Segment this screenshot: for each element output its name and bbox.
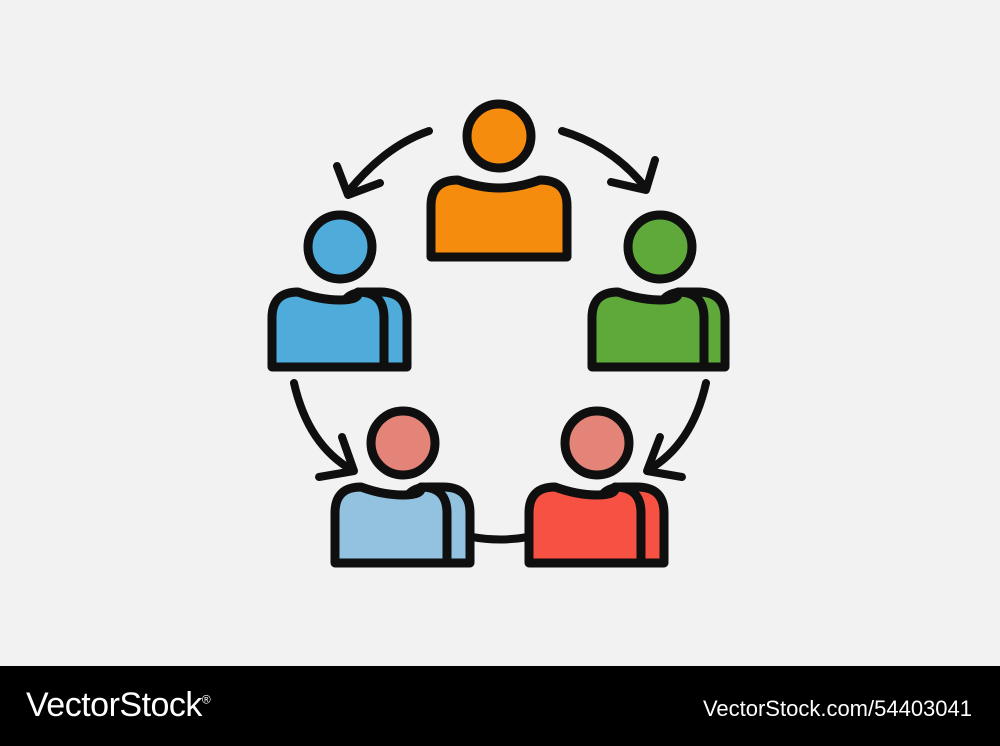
arrow-right-to-bottom — [644, 379, 710, 474]
arrowhead-left — [333, 162, 384, 199]
registered-mark: ® — [201, 692, 211, 707]
watermark-footer: VectorStock® VectorStock.com/54403041 — [0, 666, 1000, 746]
head — [366, 406, 440, 480]
arrow-left-to-bottom — [290, 379, 356, 474]
arrowhead-right — [607, 156, 659, 194]
front-body — [587, 287, 709, 372]
arrowheads — [315, 156, 686, 481]
connector-bottom-pair — [468, 533, 532, 544]
head — [303, 210, 377, 284]
arrowhead-bottom-right — [643, 433, 686, 481]
person-top-icon — [426, 99, 572, 262]
person-right-icon — [587, 210, 730, 372]
team-cycle-illustration — [267, 99, 730, 568]
arrowhead-bottom-left — [315, 433, 358, 481]
head — [623, 210, 697, 284]
head — [560, 406, 634, 480]
front-body — [267, 287, 389, 372]
body — [426, 175, 572, 262]
front-body — [524, 482, 646, 568]
arrow-top-to-left — [344, 127, 433, 196]
front-body — [330, 482, 452, 568]
image-id: VectorStock.com/54403041 — [702, 696, 972, 721]
person-bottom-left-icon — [330, 406, 475, 568]
person-bottom-right-icon — [524, 406, 669, 568]
head — [462, 99, 536, 173]
cycle-arrows — [290, 127, 710, 544]
person-left-icon — [267, 210, 412, 372]
brand-logo: VectorStock® — [26, 686, 211, 725]
brand-name: VectorStock — [26, 686, 202, 724]
arrow-top-to-right — [558, 127, 649, 191]
